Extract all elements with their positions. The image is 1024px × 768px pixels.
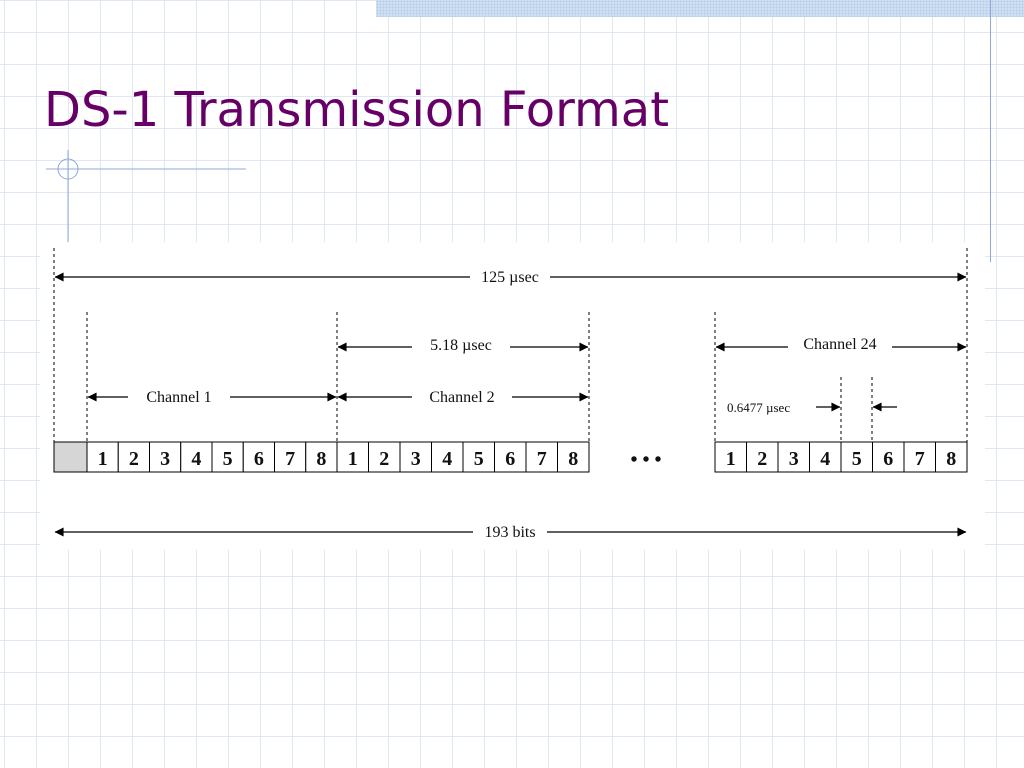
- channel24-bit-cell: [777, 441, 810, 473]
- title-decoration-icon: [46, 150, 246, 242]
- framing-bit-cell: [53, 441, 88, 473]
- ds1-frame-diagram: 125 µsec 5.18 µsec Channel 24 Channel 1 …: [53, 248, 968, 541]
- channel2-bit-cell: [431, 441, 464, 473]
- figure-panel: 125 µsec 5.18 µsec Channel 24 Channel 1 …: [40, 242, 985, 550]
- channel2-bit-cell: [462, 441, 495, 473]
- channel24-bit-label: 8: [946, 448, 956, 470]
- channel1-bit-label: 8: [316, 448, 326, 470]
- channel2-bit-label: 5: [474, 448, 484, 470]
- channel2-bit-label: 4: [442, 448, 452, 470]
- frame-duration-label: 125 µsec: [481, 269, 539, 286]
- channel2-bit-label: 2: [379, 448, 389, 470]
- total-bits-label: 193 bits: [484, 524, 535, 541]
- channel24-bit-label: 2: [757, 448, 767, 470]
- bit-duration-label: 0.6477 µsec: [727, 400, 790, 415]
- channel24-bit-label: 7: [915, 448, 925, 470]
- channel1-bit-cell: [180, 441, 213, 473]
- channel24-bit-cell: [903, 441, 936, 473]
- ellipsis-dots: • • •: [630, 449, 661, 471]
- channel24-bit-label: 6: [883, 448, 893, 470]
- channel1-bit-cell: [149, 441, 182, 473]
- channel1-bit-label: 6: [254, 448, 264, 470]
- channel24-bit-cell: [809, 441, 842, 473]
- channel2-bit-label: 3: [411, 448, 421, 470]
- channel1-bit-cell: [211, 441, 244, 473]
- channel1-bit-label: 7: [285, 448, 295, 470]
- channel1-bit-label: 4: [191, 448, 201, 470]
- header-band: [376, 0, 1024, 17]
- channel-duration-label: 5.18 µsec: [430, 337, 492, 354]
- channel1-bit-cell: [242, 441, 275, 473]
- channel24-bit-cell: [746, 441, 779, 473]
- channel1-bit-label: 2: [129, 448, 139, 470]
- channel2-bit-label: 8: [568, 448, 578, 470]
- channel24-bit-label: 1: [726, 448, 736, 470]
- channel24-label: Channel 24: [803, 336, 876, 353]
- channel1-bit-cell: [117, 441, 150, 473]
- channel24-bit-cell: [935, 441, 968, 473]
- channel2-bit-label: 6: [505, 448, 515, 470]
- channel2-label: Channel 2: [429, 389, 494, 406]
- channel1-bit-cell: [274, 441, 307, 473]
- channel24-bit-cell: [714, 441, 747, 473]
- channel2-bit-label: 1: [348, 448, 358, 470]
- slide-title: DS-1 Transmission Format: [44, 82, 670, 138]
- channel1-label: Channel 1: [146, 389, 211, 406]
- channel24-bit-label: 4: [820, 448, 830, 470]
- channel24-bit-cell: [872, 441, 905, 473]
- channel24-bit-label: 5: [852, 448, 862, 470]
- right-rule-line: [990, 0, 991, 262]
- channel1-bit-label: 3: [160, 448, 170, 470]
- channel2-bit-label: 7: [537, 448, 547, 470]
- channel1-bit-label: 5: [223, 448, 233, 470]
- channel2-bit-cell: [557, 441, 590, 473]
- channel24-bit-label: 3: [789, 448, 799, 470]
- channel1-bit-cell: [305, 441, 338, 473]
- channel2-bit-cell: [399, 441, 432, 473]
- channel2-bit-cell: [368, 441, 401, 473]
- boundary-markers: [53, 248, 968, 442]
- channel1-bit-label: 1: [98, 448, 108, 470]
